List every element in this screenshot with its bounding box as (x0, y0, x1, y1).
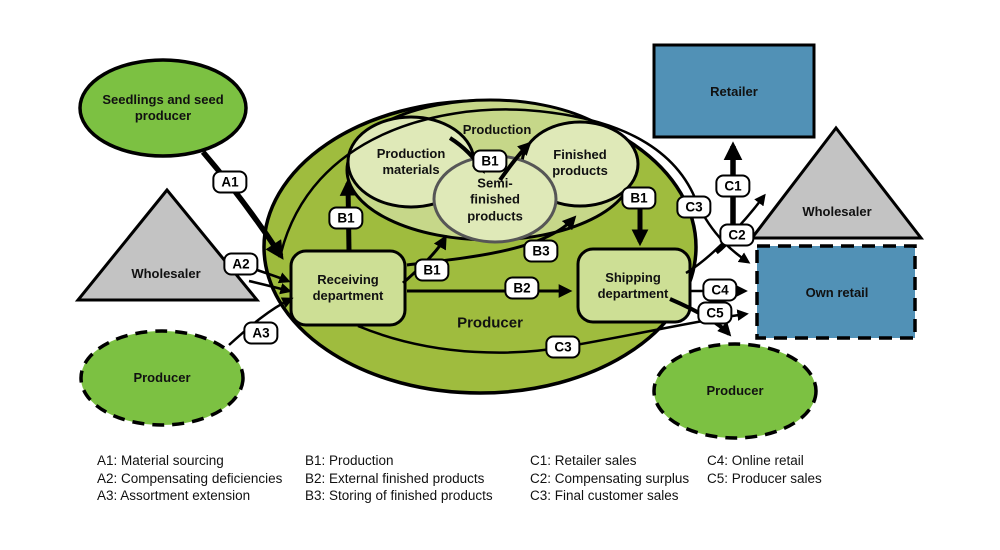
shipping-rect (576, 247, 692, 324)
legend-item: C2: Compensating surplus (530, 470, 690, 486)
arrow-a1 (200, 150, 284, 260)
arrow-b1-semi-finished (498, 141, 532, 182)
badge-b2: B2 (504, 276, 540, 300)
badge-c3-top: C3 (676, 195, 712, 219)
legend-item: A2: Compensating deficiencies (97, 470, 283, 486)
badge-a1: A1 (212, 170, 248, 194)
legend-item: B3: Storing of finished products (305, 488, 493, 503)
badge-b3: B3 (523, 239, 559, 263)
badge-a3: A3 (243, 321, 279, 345)
legend-column-b: B1: Production B2: External finished pro… (305, 452, 493, 505)
legend-item: C5: Producer sales (707, 470, 822, 486)
badge-c1: C1 (715, 174, 751, 198)
badge-c5: C5 (697, 301, 733, 325)
badge-a2: A2 (223, 252, 259, 276)
retailer-rect (652, 43, 816, 139)
arrow-c3-top (279, 108, 751, 264)
seedlings-ellipse (78, 58, 248, 158)
badge-b1-mid: B1 (414, 258, 450, 282)
legend-item: A1: Material sourcing (97, 453, 224, 468)
badge-b1-right: B1 (621, 186, 657, 210)
legend-column-c: C1: Retailer sales C2: Compensating surp… (530, 452, 689, 505)
legend-column-c45: C4: Online retail C5: Producer sales (707, 452, 822, 487)
legend-item: B2: External finished products (305, 470, 485, 486)
legend-item: C1: Retailer sales (530, 453, 637, 468)
arrow-a2b (248, 279, 292, 295)
badge-c2: C2 (719, 223, 755, 247)
badge-c3-bottom: C3 (545, 335, 581, 359)
own-retail-rect (755, 244, 917, 340)
wholesaler-right-triangle (748, 125, 925, 240)
badge-c4: C4 (702, 278, 738, 302)
legend-item: C3: Final customer sales (530, 488, 679, 503)
legend-item: C4: Online retail (707, 453, 804, 468)
producer-right-ellipse (652, 342, 818, 440)
badge-b1-center: B1 (472, 149, 508, 173)
producer-left-ellipse (79, 329, 245, 427)
badge-b1-left: B1 (328, 206, 364, 230)
receiving-rect (289, 249, 407, 327)
wholesaler-left-triangle (74, 187, 261, 302)
legend-column-a: A1: Material sourcing A2: Compensating d… (97, 452, 282, 505)
arrow-a3 (228, 297, 294, 346)
legend-item: A3: Assortment extension (97, 488, 251, 503)
legend-item: B1: Production (305, 453, 394, 468)
